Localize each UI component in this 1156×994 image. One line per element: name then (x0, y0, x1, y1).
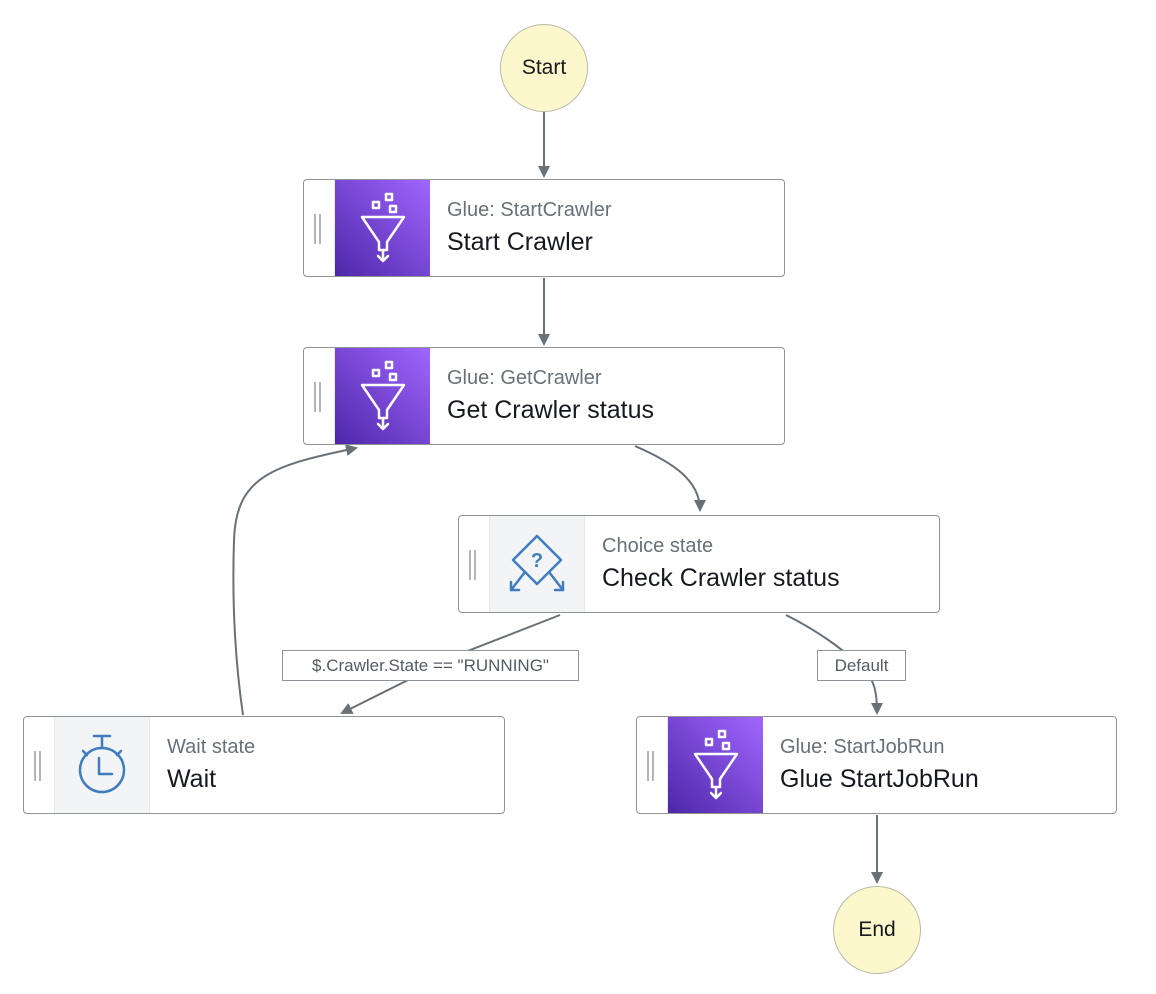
state-name-label: Check Crawler status (602, 564, 840, 592)
state-text: Wait state Wait (150, 717, 255, 813)
choice-icon-tile: ? (490, 516, 585, 612)
state-check-crawler-status[interactable]: ? Choice state Check Crawler status (458, 515, 940, 613)
glue-icon-tile (668, 717, 763, 813)
start-label: Start (521, 56, 567, 79)
state-type-label: Glue: GetCrawler (447, 367, 602, 389)
state-name-label: Start Crawler (447, 228, 593, 256)
state-text: Glue: StartJobRun Glue StartJobRun (763, 717, 979, 813)
start-node[interactable]: Start (500, 24, 588, 112)
end-node[interactable]: End (833, 886, 921, 974)
drag-handle[interactable] (459, 516, 490, 612)
stopwatch-icon (78, 734, 126, 794)
edge-label-text: Default (834, 655, 889, 675)
glue-crawler-icon (360, 360, 405, 431)
state-text: Glue: StartCrawler Start Crawler (430, 180, 612, 276)
drag-handle[interactable] (304, 348, 335, 444)
drag-handle[interactable] (304, 180, 335, 276)
state-get-crawler-status[interactable]: Glue: GetCrawler Get Crawler status (303, 347, 785, 445)
edge-label-text: $.Crawler.State == "RUNNING" (312, 655, 549, 675)
state-type-label: Glue: StartCrawler (447, 199, 612, 221)
wait-icon-tile (55, 717, 150, 813)
choice-diamond-icon: ? (509, 534, 565, 592)
state-type-label: Glue: StartJobRun (780, 736, 945, 758)
state-name-label: Get Crawler status (447, 396, 655, 424)
state-type-label: Wait state (167, 736, 256, 758)
state-start-crawler[interactable]: Glue: StartCrawler Start Crawler (303, 179, 785, 277)
drag-handle[interactable] (637, 717, 668, 813)
state-name-label: Glue StartJobRun (780, 765, 979, 793)
state-type-label: Choice state (602, 535, 714, 557)
edge-label-running-condition: $.Crawler.State == "RUNNING" (282, 650, 579, 681)
state-name-label: Wait (167, 765, 217, 793)
state-text: Glue: GetCrawler Get Crawler status (430, 348, 654, 444)
drag-handle[interactable] (24, 717, 55, 813)
edge-label-default: Default (817, 650, 906, 681)
state-text: Choice state Check Crawler status (585, 516, 840, 612)
glue-crawler-icon (693, 729, 738, 800)
glue-icon-tile (335, 348, 430, 444)
glue-crawler-icon (360, 192, 405, 263)
end-label: End (858, 918, 896, 941)
edge-wait-to-get-crawler (232, 444, 358, 716)
glue-icon-tile (335, 180, 430, 276)
svg-text:?: ? (531, 550, 543, 572)
state-glue-start-job-run[interactable]: Glue: StartJobRun Glue StartJobRun (636, 716, 1117, 814)
edge-get-crawler-to-choice (634, 445, 706, 512)
state-wait[interactable]: Wait state Wait (23, 716, 505, 814)
